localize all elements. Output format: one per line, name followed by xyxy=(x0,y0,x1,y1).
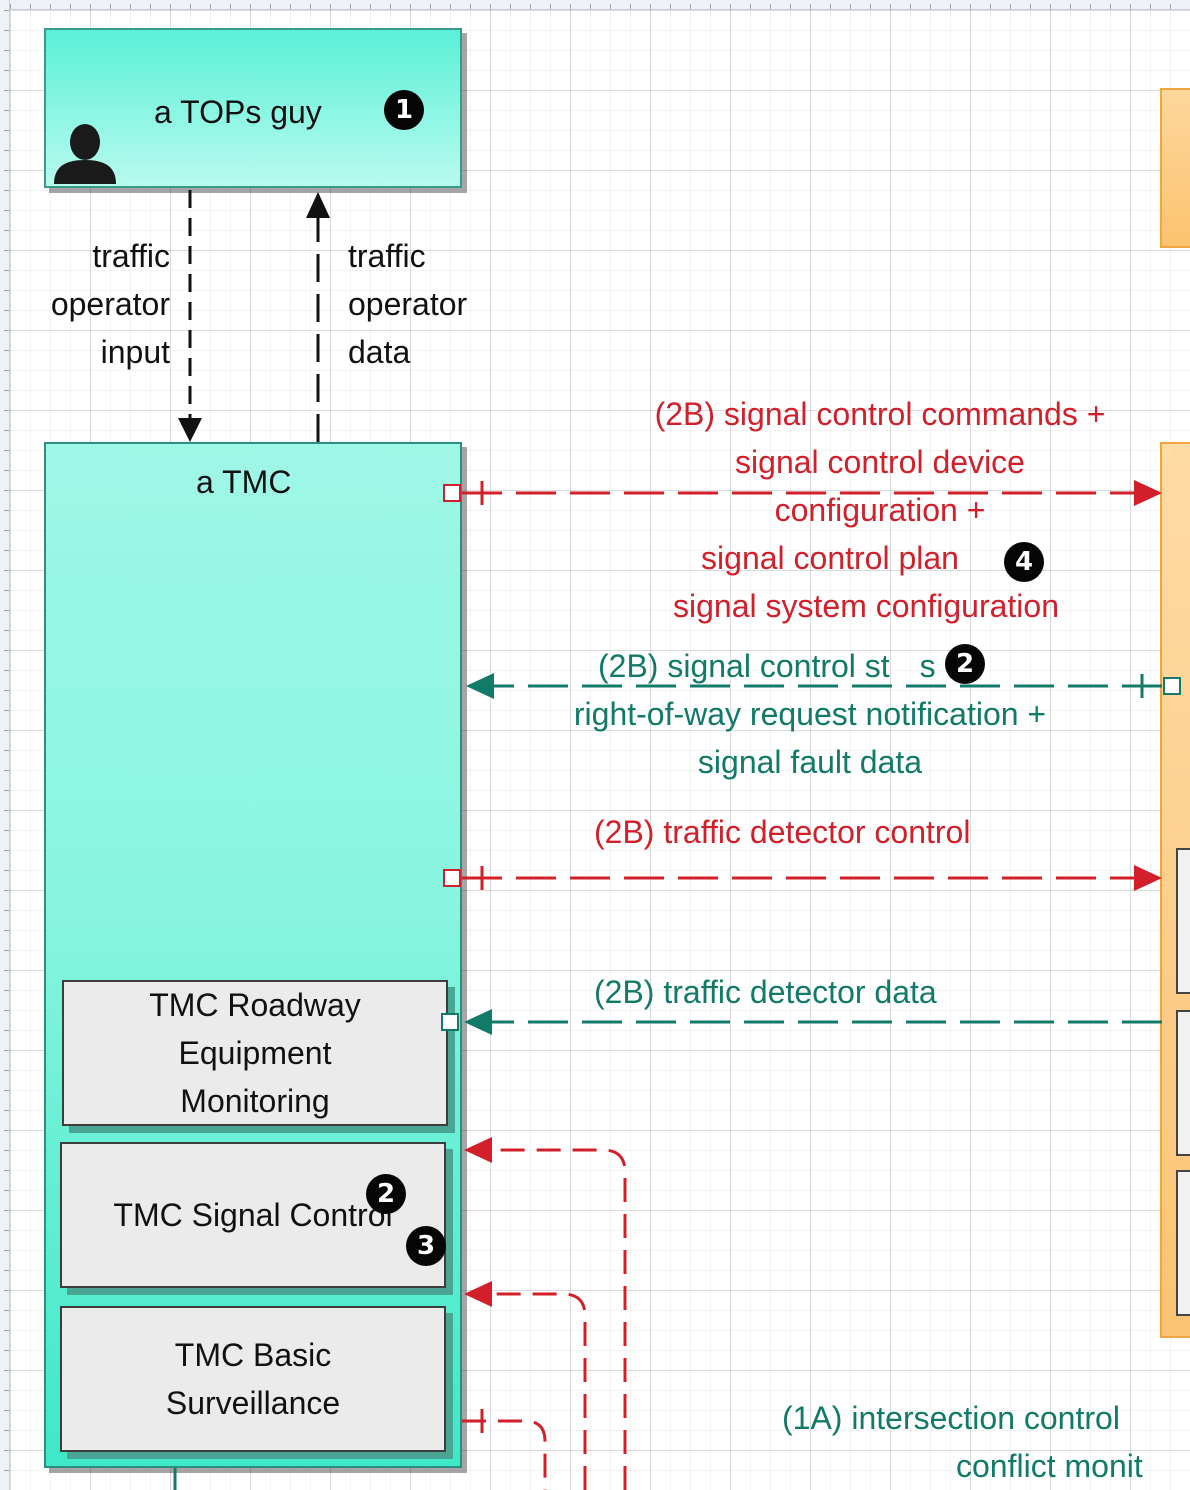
subsystem-label: TMC Basic Surveillance xyxy=(165,1337,341,1421)
signal-status-label-rest: right-of-way request notification + sign… xyxy=(573,696,1047,780)
vertical-ruler xyxy=(0,0,10,1490)
step-badge: 2 xyxy=(945,644,985,684)
arrowhead-left-icon xyxy=(464,1281,492,1307)
arrowhead-up-icon xyxy=(306,192,330,218)
port-square-icon xyxy=(443,869,461,887)
arrowhead-left-icon xyxy=(466,673,494,699)
arrowhead-left-icon xyxy=(464,1009,492,1035)
signal-commands-label: (2B) signal control commands + signal co… xyxy=(654,396,1106,624)
internal-flow-arrow[interactable] xyxy=(462,1419,547,1490)
tmc-basic-surveillance[interactable]: TMC Basic Surveillance xyxy=(60,1306,446,1452)
arrowhead-right-icon xyxy=(1134,865,1162,891)
tops-actor-label: a TOPs guy xyxy=(154,94,322,130)
internal-flow-arrow[interactable] xyxy=(492,1292,587,1490)
port-square-icon xyxy=(443,484,461,502)
arrowhead-right-icon xyxy=(1134,480,1162,506)
step-badge: 3 xyxy=(406,1226,446,1266)
tmc-roadway-equipment-monitoring[interactable]: TMC Roadway Equipment Monitoring xyxy=(62,980,448,1126)
operator-input-label: traffic operator input xyxy=(50,238,170,370)
step-badge: 2 xyxy=(366,1174,406,1214)
port-square-icon xyxy=(441,1013,459,1031)
internal-flow-arrow[interactable] xyxy=(492,1148,627,1490)
step-badge: 4 xyxy=(1004,542,1044,582)
arrowhead-down-icon xyxy=(178,418,202,442)
arrowhead-left-icon xyxy=(464,1137,492,1163)
external-system-panel-top[interactable] xyxy=(1160,88,1190,248)
tmc-box[interactable]: a TMC xyxy=(44,442,462,1468)
tmc-signal-control[interactable]: TMC Signal Control xyxy=(60,1142,446,1288)
tmc-label: a TMC xyxy=(196,464,292,500)
subsystem-label: TMC Roadway Equipment Monitoring xyxy=(149,987,361,1119)
operator-data-label: traffic operator data xyxy=(348,238,468,370)
intersection-control-label: (1A) intersection control conflict monit xyxy=(782,1400,1143,1484)
roadway-subsystem-2[interactable] xyxy=(1176,1010,1190,1156)
person-icon xyxy=(54,124,116,184)
roadway-subsystem-1[interactable] xyxy=(1176,848,1190,994)
detector-control-label: (2B) traffic detector control xyxy=(594,814,971,850)
detector-data-label: (2B) traffic detector data xyxy=(594,974,937,1010)
subsystem-label: TMC Signal Control xyxy=(113,1197,393,1233)
step-badge: 1 xyxy=(384,90,424,130)
port-square-icon xyxy=(1163,677,1181,695)
roadway-subsystem-3[interactable] xyxy=(1176,1170,1190,1316)
horizontal-ruler xyxy=(0,0,1190,10)
